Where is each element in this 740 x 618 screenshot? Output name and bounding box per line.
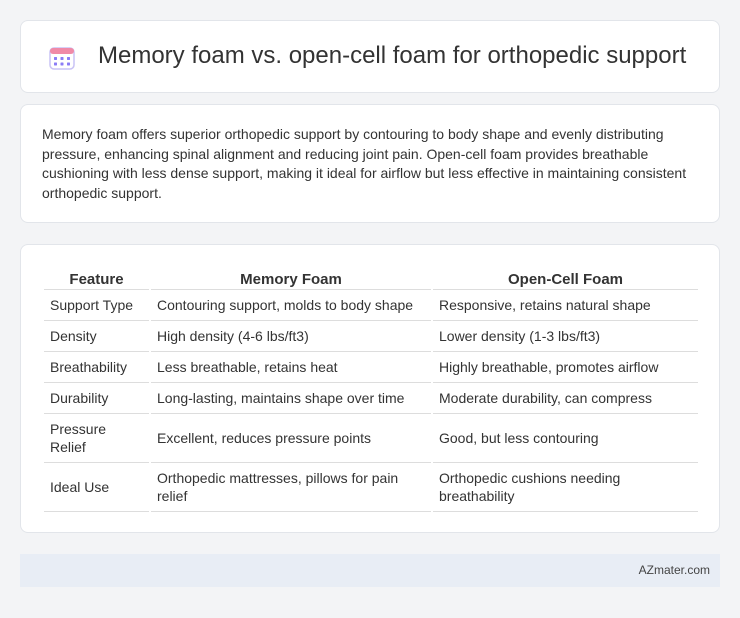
- calendar-icon: [49, 47, 75, 70]
- row-feature: Support Type: [44, 290, 149, 321]
- row-memory-foam: Excellent, reduces pressure points: [151, 414, 431, 463]
- summary-card: Memory foam offers superior orthopedic s…: [20, 104, 720, 223]
- row-open-cell-foam: Lower density (1-3 lbs/ft3): [433, 321, 698, 352]
- comparison-table: Feature Memory Foam Open-Cell Foam Suppo…: [42, 265, 700, 512]
- row-memory-foam: Less breathable, retains heat: [151, 352, 431, 383]
- table-row: Ideal Use Orthopedic mattresses, pillows…: [44, 463, 698, 512]
- header-feature: Feature: [44, 265, 149, 290]
- header-open-cell-foam: Open-Cell Foam: [433, 265, 698, 290]
- row-feature: Density: [44, 321, 149, 352]
- table-row: Durability Long-lasting, maintains shape…: [44, 383, 698, 414]
- comparison-table-card: Feature Memory Foam Open-Cell Foam Suppo…: [20, 244, 720, 533]
- table-header-row: Feature Memory Foam Open-Cell Foam: [44, 265, 698, 290]
- row-memory-foam: Contouring support, molds to body shape: [151, 290, 431, 321]
- row-memory-foam: Orthopedic mattresses, pillows for pain …: [151, 463, 431, 512]
- row-memory-foam: High density (4-6 lbs/ft3): [151, 321, 431, 352]
- header-memory-foam: Memory Foam: [151, 265, 431, 290]
- row-open-cell-foam: Good, but less contouring: [433, 414, 698, 463]
- table-row: Density High density (4-6 lbs/ft3) Lower…: [44, 321, 698, 352]
- summary-text: Memory foam offers superior orthopedic s…: [42, 126, 687, 201]
- page-title: Memory foam vs. open-cell foam for ortho…: [98, 42, 687, 69]
- row-open-cell-foam: Moderate durability, can compress: [433, 383, 698, 414]
- row-open-cell-foam: Responsive, retains natural shape: [433, 290, 698, 321]
- row-feature: Durability: [44, 383, 149, 414]
- row-open-cell-foam: Orthopedic cushions needing breathabilit…: [433, 463, 698, 512]
- footer-bar: AZmater.com: [20, 554, 720, 587]
- table-row: Pressure Relief Excellent, reduces press…: [44, 414, 698, 463]
- row-open-cell-foam: Highly breathable, promotes airflow: [433, 352, 698, 383]
- row-feature: Pressure Relief: [44, 414, 149, 463]
- footer-site-link[interactable]: AZmater.com: [638, 563, 710, 577]
- table-row: Support Type Contouring support, molds t…: [44, 290, 698, 321]
- row-memory-foam: Long-lasting, maintains shape over time: [151, 383, 431, 414]
- table-row: Breathability Less breathable, retains h…: [44, 352, 698, 383]
- row-feature: Breathability: [44, 352, 149, 383]
- row-feature: Ideal Use: [44, 463, 149, 512]
- header-card: Memory foam vs. open-cell foam for ortho…: [20, 20, 720, 93]
